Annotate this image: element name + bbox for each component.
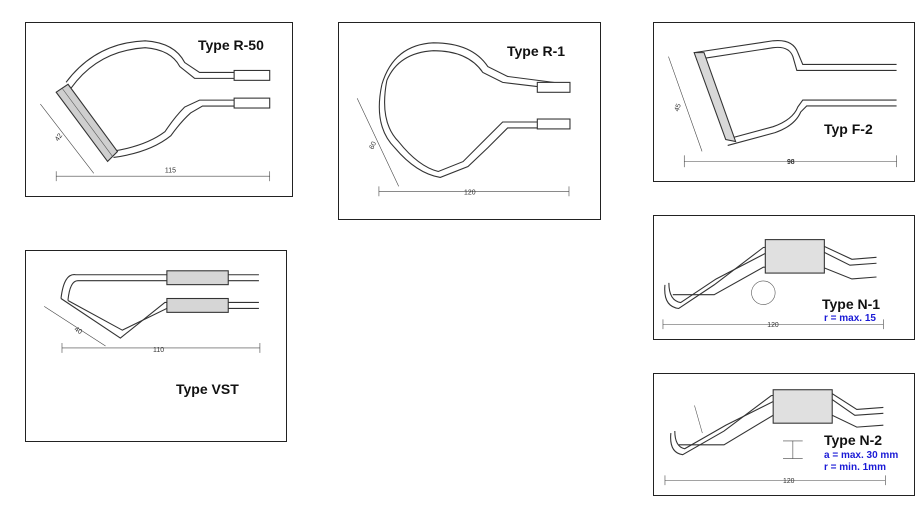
panel-type-r1: 120 60 Type R-1 [338, 22, 601, 220]
r50-diag-dimension: 42 [54, 132, 64, 142]
panel-type-vst: 110 40 Type VST [25, 250, 287, 442]
n1-width-dimension: 120 [767, 322, 779, 329]
panel-typ-f2: 98 45 Typ F-2 [653, 22, 915, 182]
title-typ-f2: Typ F-2 [824, 121, 873, 137]
drawing-n2: 120 [664, 389, 886, 485]
title-type-r1: Type R-1 [507, 43, 566, 59]
note-n2-r: r = min. 1mm [824, 462, 886, 473]
note-n1-radius: r = max. 15 [824, 313, 876, 324]
title-type-n2: Type N-2 [824, 432, 883, 448]
drawing-n1: 120 [662, 239, 884, 329]
r50-width-dimension: 115 [165, 167, 176, 174]
vst-diag-dimension: 40 [73, 326, 83, 336]
drawing-r50: 115 42 [40, 40, 271, 182]
n2-width-dimension: 120 [783, 478, 795, 485]
f2-diag-dimension: 45 [674, 103, 683, 113]
note-n2-a: a = max. 30 mm [824, 450, 899, 461]
drawing-f2: 98 45 [668, 39, 897, 168]
vst-width-dimension: 110 [153, 347, 164, 354]
panel-type-r50: 115 42 Type R-50 [25, 22, 293, 197]
drawing-r1: 120 60 [356, 42, 571, 196]
drawing-vst: 110 40 [44, 270, 261, 354]
title-type-n1: Type N-1 [822, 296, 881, 312]
f2-width-dimension: 98 [787, 159, 795, 166]
r1-width-dimension: 120 [464, 189, 476, 196]
title-type-r50: Type R-50 [198, 37, 264, 53]
panel-type-n1: 120 Type N-1 r = max. 15 [653, 215, 915, 340]
panel-type-n2: 120 Type N-2 a = max. 30 mm r = min. 1mm [653, 373, 915, 496]
title-type-vst: Type VST [176, 381, 239, 397]
r1-diag-dimension: 60 [368, 140, 378, 150]
